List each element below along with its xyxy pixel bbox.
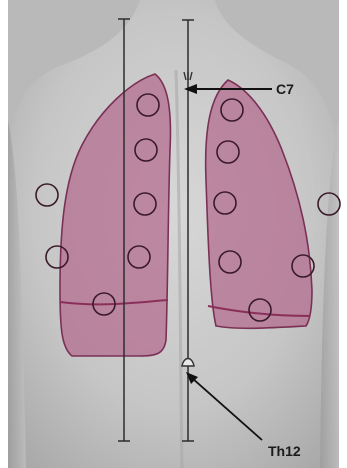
th12-label: Th12 [268, 443, 301, 459]
c7-label: C7 [276, 81, 294, 97]
